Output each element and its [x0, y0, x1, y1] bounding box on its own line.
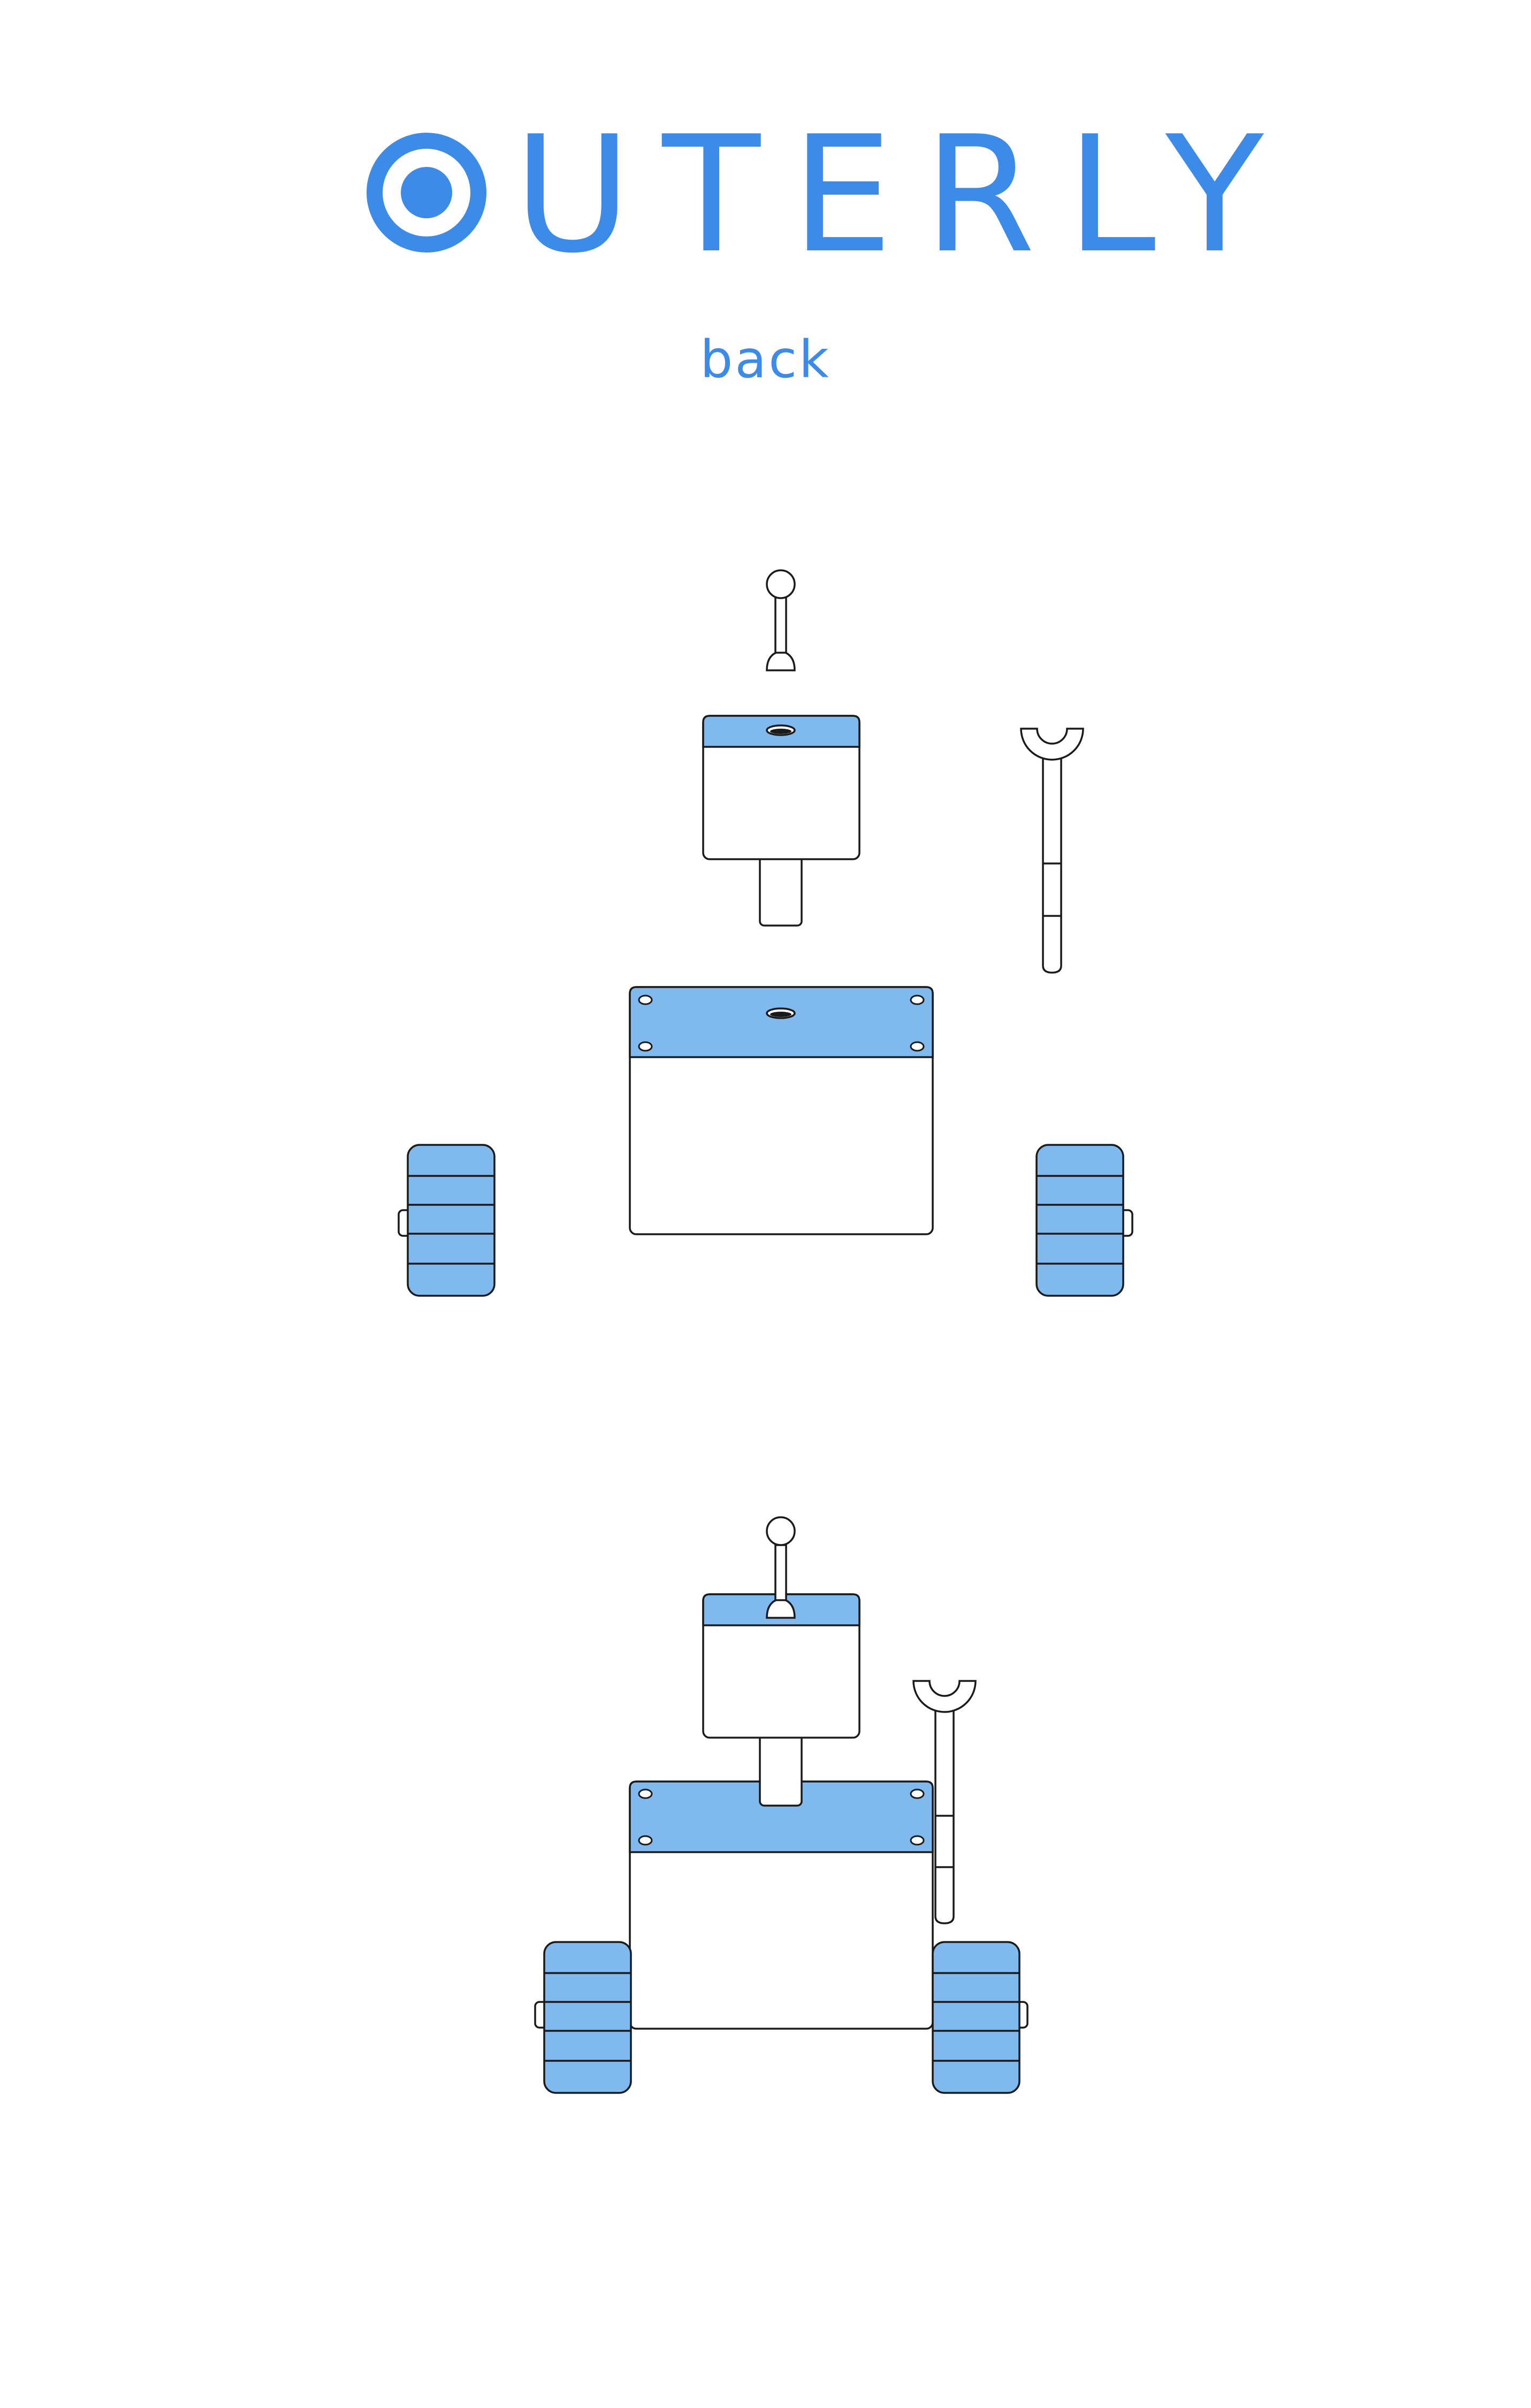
- exploded-view: [398, 569, 1133, 1297]
- assembled-view: [534, 1516, 1029, 2094]
- assembled-neck: [759, 1732, 803, 1807]
- assembled-antenna: [766, 1516, 796, 1619]
- view-label: back: [700, 330, 831, 389]
- assembled-left-wheel: [543, 1941, 632, 2094]
- exploded-head: [702, 715, 860, 927]
- brand-wordmark: UTERLY: [514, 102, 1294, 288]
- assembled-right-wheel: [932, 1941, 1020, 2094]
- exploded-left-wheel: [398, 1144, 496, 1297]
- brand-logo: UTERLY: [367, 102, 1294, 288]
- assembled-arm: [912, 1680, 977, 1924]
- circle-dot-icon: [367, 133, 486, 253]
- exploded-arm: [1020, 728, 1084, 974]
- assembled-body: [629, 1780, 934, 2030]
- exploded-antenna: [766, 569, 796, 671]
- exploded-right-wheel: [1035, 1144, 1133, 1297]
- exploded-body: [629, 986, 934, 1235]
